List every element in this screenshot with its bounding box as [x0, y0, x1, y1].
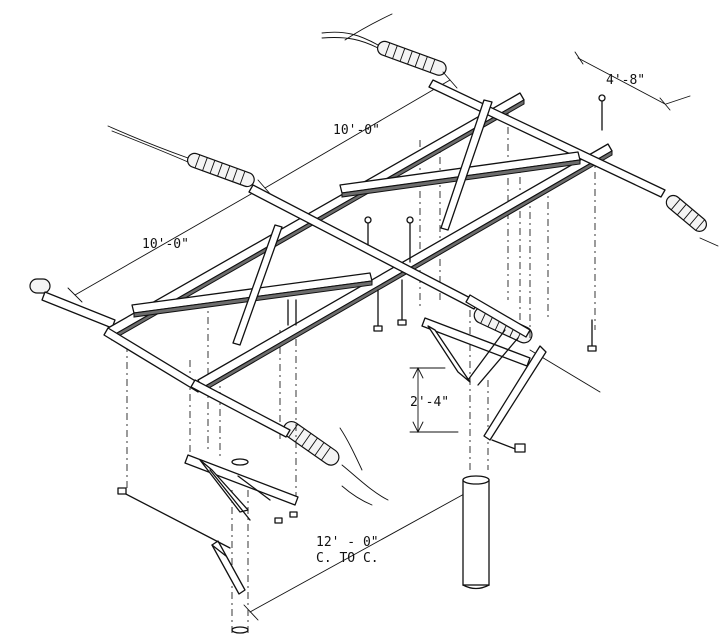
insulator-left-pole	[282, 420, 340, 466]
dim-label-4-8: 4'-8"	[606, 73, 645, 88]
bolts	[274, 94, 606, 524]
dimension-lines	[67, 51, 691, 621]
crossarms	[41, 79, 666, 438]
right-pole-assembly	[421, 317, 547, 590]
dim-label-10-upper: 10'-0"	[333, 123, 380, 138]
dimension-labels: 4'-8" 10'-0" 10'-0" 2'-4" 12' - 0" C. TO…	[142, 73, 645, 566]
dim-label-10-lower: 10'-0"	[142, 237, 189, 252]
insulator-right-pole	[473, 306, 533, 344]
insulators	[29, 40, 708, 466]
projection-lines	[126, 110, 596, 635]
dim-label-12-0: 12' - 0"	[316, 535, 379, 550]
dim-label-2-4: 2'-4"	[410, 395, 449, 410]
insulator-right	[665, 194, 708, 232]
left-pole-assembly	[117, 454, 299, 634]
insulator-top	[376, 40, 447, 76]
dim-label-c-to-c: C. TO C.	[316, 551, 379, 566]
insulator-far-left	[29, 278, 51, 294]
insulator-left	[186, 152, 255, 188]
